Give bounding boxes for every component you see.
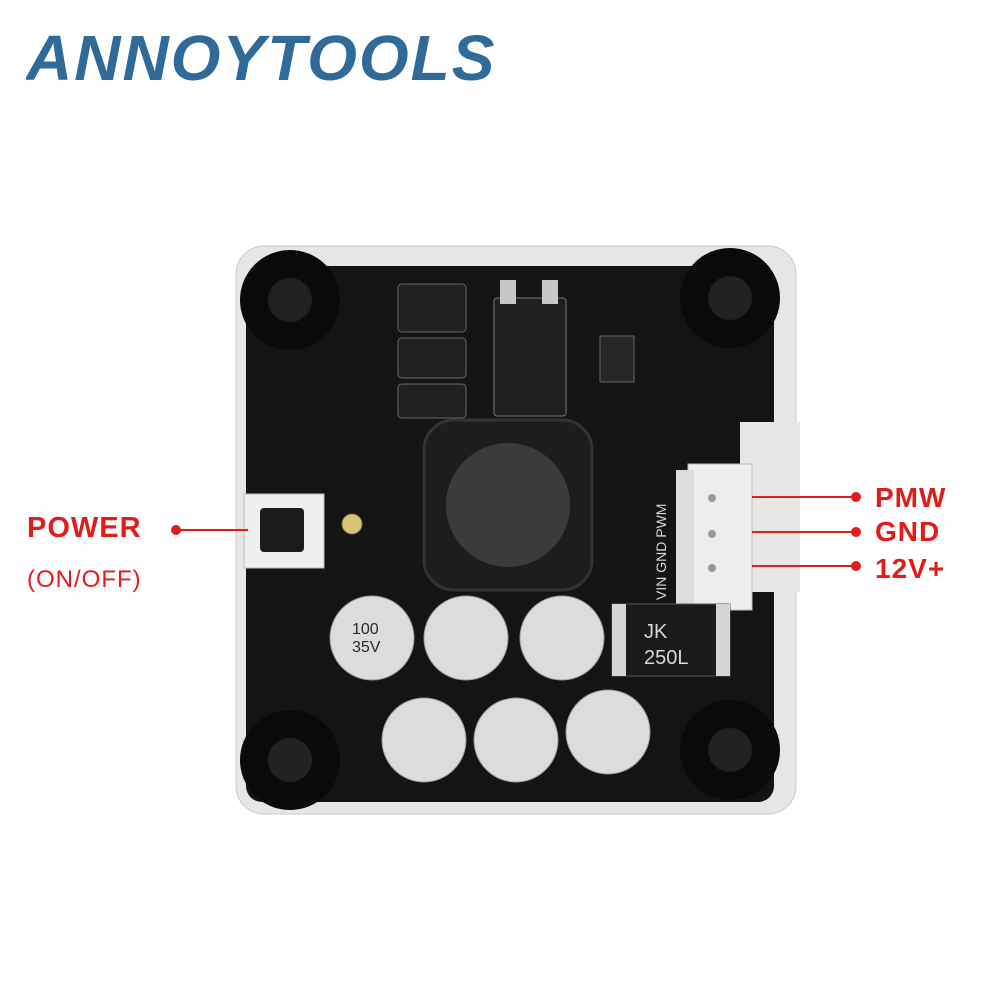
rectifier-diode: JK 250L	[611, 603, 731, 677]
diode-text-1: JK	[644, 621, 668, 643]
capacitor-row-top: 100 35V	[329, 595, 605, 681]
capacitor-voltage: 35V	[352, 639, 381, 656]
pin-label-pwm: PMW	[875, 482, 947, 513]
controller-board-photo: VIN GND PWM JK 250L 100 35V	[235, 245, 800, 815]
brand-logo: ANNOYTOOLS	[26, 22, 496, 92]
power-inductor	[422, 418, 594, 592]
fan-connector	[676, 463, 753, 611]
capacitor-row-bottom	[381, 689, 651, 783]
pin-label-12v: 12V+	[875, 553, 946, 584]
pin-label-gnd: GND	[875, 516, 941, 547]
screw-posts	[240, 248, 780, 810]
brand-logo-text: ANNOYTOOLS	[26, 22, 496, 92]
connector-silkscreen: VIN GND PWM	[653, 504, 669, 600]
power-callout-sublabel: (ON/OFF)	[27, 566, 142, 593]
capacitor-value: 100	[352, 621, 379, 638]
diode-text-2: 250L	[644, 647, 689, 669]
power-switch	[243, 493, 325, 569]
power-callout-label: POWER	[27, 512, 142, 544]
